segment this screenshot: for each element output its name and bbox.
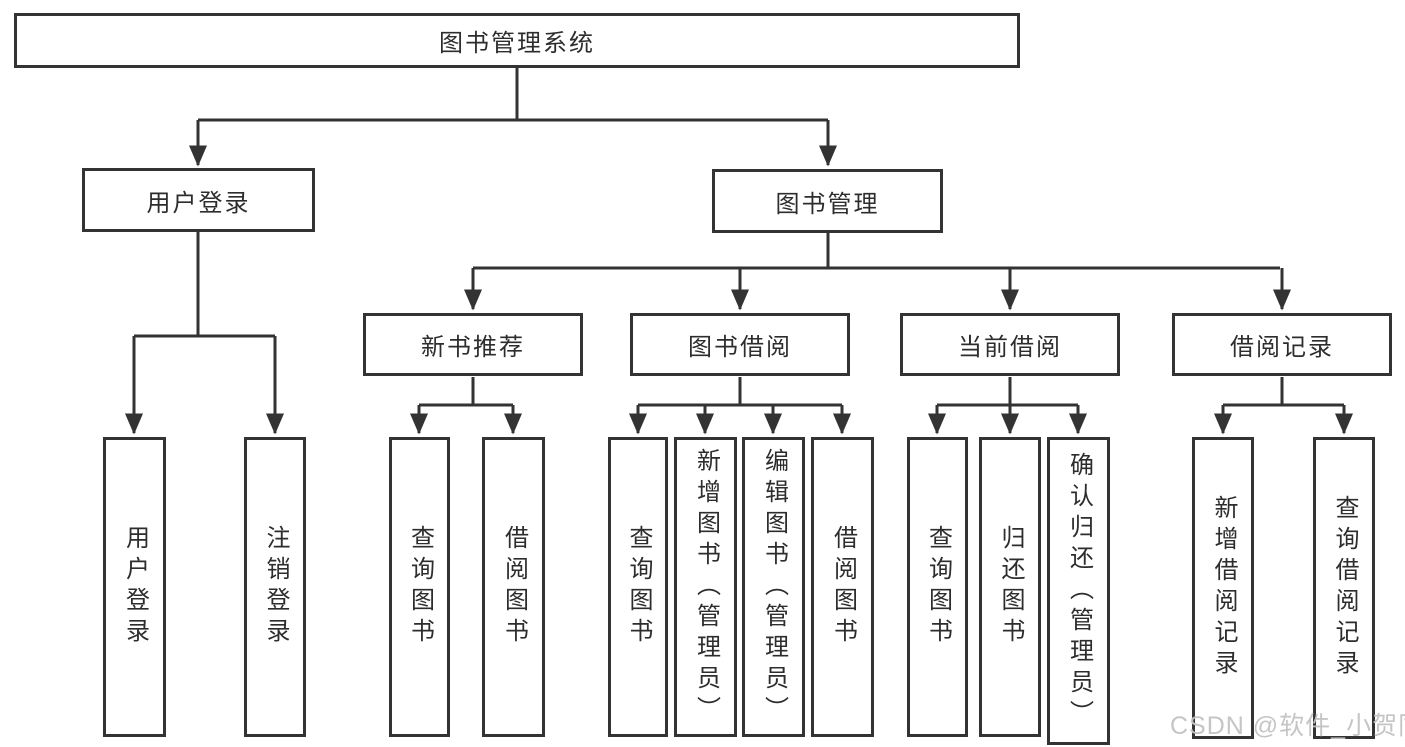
node-user-login: 用户登录 <box>82 168 315 232</box>
leaf-query-books-current: 查询图书 <box>907 437 968 737</box>
leaf-add-book-admin: 新增图书（管理员） <box>674 437 737 737</box>
node-user-login-label: 用户登录 <box>146 189 251 217</box>
node-book-management: 图书管理 <box>712 169 943 233</box>
node-book-borrow-label: 图书借阅 <box>688 334 792 361</box>
leaf-user-login: 用户登录 <box>103 437 166 737</box>
node-borrow-records: 借阅记录 <box>1172 313 1392 376</box>
node-book-management-label: 图书管理 <box>775 190 880 218</box>
leaf-query-books-recommend: 查询图书 <box>389 437 450 737</box>
leaf-borrow-books-recommend-label: 借阅图书 <box>500 525 528 649</box>
leaf-borrow-books-recommend: 借阅图书 <box>482 437 545 737</box>
node-new-book-recommend-label: 新书推荐 <box>421 334 525 361</box>
leaf-return-books-label: 归还图书 <box>997 525 1024 649</box>
leaf-query-books-borrow-label: 查询图书 <box>625 525 652 649</box>
leaf-add-book-admin-label: 新增图书（管理员） <box>692 447 720 727</box>
leaf-edit-book-admin-label: 编辑图书（管理员） <box>760 447 788 727</box>
leaf-confirm-return-admin: 确认归还（管理员） <box>1047 437 1110 745</box>
node-root-label: 图书管理系统 <box>439 30 595 57</box>
leaf-borrow-books-label: 借阅图书 <box>829 525 857 649</box>
node-book-borrow: 图书借阅 <box>630 313 850 376</box>
leaf-add-borrow-record: 新增借阅记录 <box>1192 437 1254 739</box>
leaf-query-books-current-label: 查询图书 <box>924 525 952 649</box>
leaf-add-borrow-record-label: 新增借阅记录 <box>1210 495 1237 681</box>
leaf-user-login-label: 用户登录 <box>121 525 149 649</box>
leaf-query-borrow-record-label: 查询借阅记录 <box>1331 495 1358 681</box>
node-current-borrow-label: 当前借阅 <box>958 334 1062 361</box>
node-root: 图书管理系统 <box>14 13 1020 68</box>
leaf-query-borrow-record: 查询借阅记录 <box>1313 437 1375 739</box>
watermark: CSDN @软件_小贺同学 <box>1170 712 1405 740</box>
leaf-edit-book-admin: 编辑图书（管理员） <box>742 437 805 737</box>
node-current-borrow: 当前借阅 <box>900 313 1120 376</box>
leaf-query-books-borrow: 查询图书 <box>608 437 668 737</box>
leaf-logout: 注销登录 <box>244 437 306 737</box>
leaf-return-books: 归还图书 <box>979 437 1041 737</box>
leaf-borrow-books: 借阅图书 <box>811 437 874 737</box>
node-new-book-recommend: 新书推荐 <box>363 313 583 376</box>
node-borrow-records-label: 借阅记录 <box>1230 334 1334 361</box>
leaf-confirm-return-admin-label: 确认归还（管理员） <box>1065 451 1093 731</box>
leaf-logout-label: 注销登录 <box>262 525 289 649</box>
leaf-query-books-recommend-label: 查询图书 <box>406 525 434 649</box>
